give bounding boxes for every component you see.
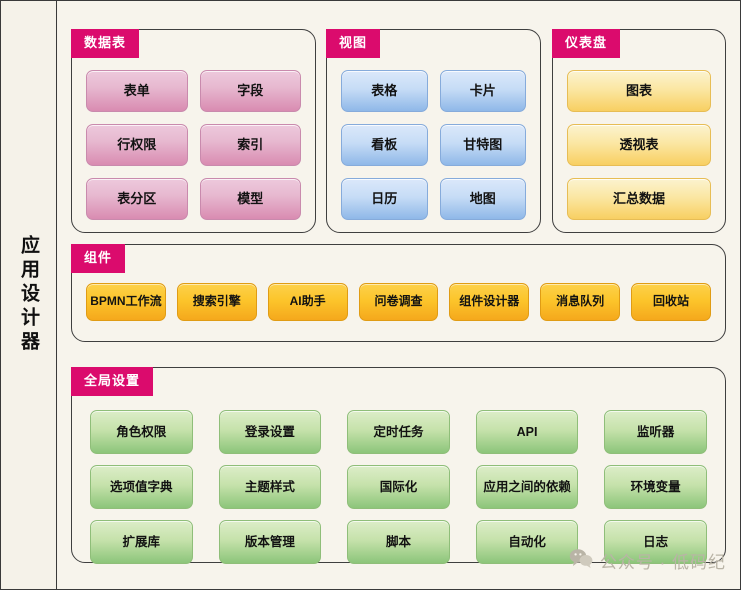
panel-datatable-tiles: 表单 字段 行权限 索引 表分区 模型: [86, 70, 301, 220]
tile-global-i18n[interactable]: 国际化: [347, 465, 450, 509]
tile-global-listener[interactable]: 监听器: [604, 410, 707, 454]
tile-global-option-dict[interactable]: 选项值字典: [90, 465, 193, 509]
panel-dashboard-body: 图表 透视表 汇总数据: [553, 64, 725, 232]
panel-global-settings: 全局设置 角色权限 登录设置 定时任务 API 监听器 选项值字典 主题样式 国…: [71, 367, 726, 564]
panel-component: 组件 BPMN工作流 搜索引擎 AI助手 问卷调查 组件设计器 消息队列 回收站: [71, 244, 726, 342]
panel-view-tiles: 表格 卡片 看板 甘特图 日历 地图: [341, 70, 526, 220]
panel-global-settings-body: 角色权限 登录设置 定时任务 API 监听器 选项值字典 主题样式 国际化 应用…: [72, 402, 725, 564]
tile-global-extension-lib[interactable]: 扩展库: [90, 520, 193, 564]
tile-datatable-partition[interactable]: 表分区: [86, 178, 188, 220]
tile-component-search-engine[interactable]: 搜索引擎: [176, 283, 257, 321]
panel-global-settings-title: 全局设置: [71, 367, 154, 397]
tile-global-log[interactable]: 日志: [604, 520, 707, 564]
tile-dashboard-chart[interactable]: 图表: [567, 70, 711, 112]
tile-global-script[interactable]: 脚本: [347, 520, 450, 564]
panel-dashboard: 仪表盘 图表 透视表 汇总数据: [552, 29, 726, 233]
tile-datatable-index[interactable]: 索引: [199, 124, 301, 166]
tile-global-role-permission[interactable]: 角色权限: [90, 410, 193, 454]
sidebar-rail: 应用设计器: [1, 1, 57, 589]
tile-datatable-model[interactable]: 模型: [199, 178, 301, 220]
tile-component-survey[interactable]: 问卷调查: [358, 283, 439, 321]
tile-datatable-form[interactable]: 表单: [86, 70, 188, 112]
tile-global-api[interactable]: API: [475, 410, 579, 454]
diagram-canvas: 数据表 表单 字段 行权限 索引 表分区 模型 视图 表格 卡片 看板: [58, 1, 740, 589]
panel-view-body: 表格 卡片 看板 甘特图 日历 地图: [327, 64, 540, 232]
tile-global-theme-style[interactable]: 主题样式: [218, 465, 322, 509]
tile-dashboard-summary[interactable]: 汇总数据: [567, 178, 711, 220]
sidebar-title: 应用设计器: [18, 235, 39, 355]
tile-component-designer[interactable]: 组件设计器: [449, 283, 530, 321]
tile-global-automation[interactable]: 自动化: [475, 520, 579, 564]
tile-global-version-control[interactable]: 版本管理: [218, 520, 322, 564]
tile-global-env-variable[interactable]: 环境变量: [604, 465, 707, 509]
panel-view: 视图 表格 卡片 看板 甘特图 日历 地图: [326, 29, 541, 233]
tile-datatable-field[interactable]: 字段: [199, 70, 301, 112]
tile-global-scheduled-task[interactable]: 定时任务: [347, 410, 450, 454]
tile-view-calendar[interactable]: 日历: [341, 178, 428, 220]
tile-view-gantt[interactable]: 甘特图: [439, 124, 526, 166]
panel-dashboard-tiles: 图表 透视表 汇总数据: [567, 70, 711, 220]
panel-dashboard-title: 仪表盘: [552, 29, 621, 59]
tile-global-login-settings[interactable]: 登录设置: [218, 410, 322, 454]
tile-datatable-row-permission[interactable]: 行权限: [86, 124, 188, 166]
tile-component-recycle-bin[interactable]: 回收站: [631, 283, 711, 321]
tile-component-bpmn-workflow[interactable]: BPMN工作流: [86, 283, 166, 321]
panel-component-body: BPMN工作流 搜索引擎 AI助手 问卷调查 组件设计器 消息队列 回收站: [72, 279, 725, 341]
tile-global-app-dependency[interactable]: 应用之间的依赖: [475, 465, 579, 509]
tile-dashboard-pivot[interactable]: 透视表: [567, 124, 711, 166]
tile-view-card[interactable]: 卡片: [439, 70, 526, 112]
tile-view-kanban[interactable]: 看板: [341, 124, 428, 166]
panel-datatable-body: 表单 字段 行权限 索引 表分区 模型: [72, 64, 315, 232]
tile-view-table[interactable]: 表格: [341, 70, 428, 112]
panel-datatable: 数据表 表单 字段 行权限 索引 表分区 模型: [71, 29, 316, 233]
panel-global-settings-tiles: 角色权限 登录设置 定时任务 API 监听器 选项值字典 主题样式 国际化 应用…: [90, 410, 707, 564]
panel-component-tiles: BPMN工作流 搜索引擎 AI助手 问卷调查 组件设计器 消息队列 回收站: [86, 283, 711, 321]
tile-component-ai-assistant[interactable]: AI助手: [267, 283, 348, 321]
panel-component-title: 组件: [71, 244, 126, 274]
panel-datatable-title: 数据表: [71, 29, 140, 59]
tile-component-message-queue[interactable]: 消息队列: [540, 283, 621, 321]
panel-view-title: 视图: [326, 29, 381, 59]
tile-view-map[interactable]: 地图: [439, 178, 526, 220]
